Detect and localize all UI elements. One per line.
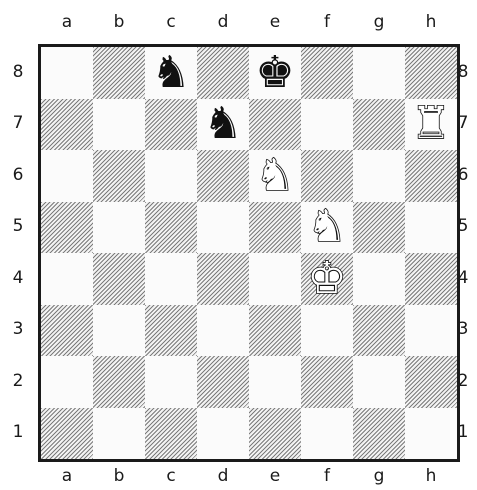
square-g3[interactable]	[353, 305, 405, 357]
square-e6[interactable]: ♞	[249, 150, 301, 202]
square-d5[interactable]	[197, 202, 249, 254]
square-f4[interactable]: ♚	[301, 253, 353, 305]
file-label-h: h	[405, 14, 457, 31]
square-h7[interactable]: ♜	[405, 99, 457, 151]
square-a4[interactable]	[41, 253, 93, 305]
file-label-c: c	[145, 14, 197, 31]
square-c4[interactable]	[145, 253, 197, 305]
square-h4[interactable]	[405, 253, 457, 305]
square-g5[interactable]	[353, 202, 405, 254]
square-a5[interactable]	[41, 202, 93, 254]
square-e5[interactable]	[249, 202, 301, 254]
square-e7[interactable]	[249, 99, 301, 151]
file-label-d: d	[197, 468, 249, 485]
file-label-d: d	[197, 14, 249, 31]
square-c5[interactable]	[145, 202, 197, 254]
square-b5[interactable]	[93, 202, 145, 254]
file-label-b: b	[93, 14, 145, 31]
square-h6[interactable]	[405, 150, 457, 202]
square-c3[interactable]	[145, 305, 197, 357]
square-d4[interactable]	[197, 253, 249, 305]
square-a3[interactable]	[41, 305, 93, 357]
file-label-g: g	[353, 14, 405, 31]
square-f3[interactable]	[301, 305, 353, 357]
square-f6[interactable]	[301, 150, 353, 202]
rank-label-4: 4	[6, 270, 30, 287]
square-d2[interactable]	[197, 356, 249, 408]
square-c7[interactable]	[145, 99, 197, 151]
file-label-g: g	[353, 468, 405, 485]
square-b3[interactable]	[93, 305, 145, 357]
square-b8[interactable]	[93, 47, 145, 99]
square-g7[interactable]	[353, 99, 405, 151]
white-king-f4-icon[interactable]: ♚	[301, 253, 353, 305]
file-label-h: h	[405, 468, 457, 485]
rank-label-6: 6	[6, 167, 30, 184]
square-b7[interactable]	[93, 99, 145, 151]
square-f8[interactable]	[301, 47, 353, 99]
square-a7[interactable]	[41, 99, 93, 151]
square-g1[interactable]	[353, 408, 405, 460]
rank-label-3: 3	[6, 321, 30, 338]
square-b2[interactable]	[93, 356, 145, 408]
file-label-e: e	[249, 14, 301, 31]
black-knight-d7-icon[interactable]: ♞	[197, 99, 249, 151]
black-knight-c8-icon[interactable]: ♞	[145, 47, 197, 99]
square-g6[interactable]	[353, 150, 405, 202]
rank-label-8: 8	[6, 64, 30, 81]
square-d3[interactable]	[197, 305, 249, 357]
file-label-f: f	[301, 14, 353, 31]
square-h5[interactable]	[405, 202, 457, 254]
square-c6[interactable]	[145, 150, 197, 202]
square-e1[interactable]	[249, 408, 301, 460]
file-label-a: a	[41, 14, 93, 31]
square-d6[interactable]	[197, 150, 249, 202]
rank-label-7: 7	[6, 115, 30, 132]
square-h8[interactable]	[405, 47, 457, 99]
square-e2[interactable]	[249, 356, 301, 408]
square-f1[interactable]	[301, 408, 353, 460]
square-b6[interactable]	[93, 150, 145, 202]
square-g8[interactable]	[353, 47, 405, 99]
square-e8[interactable]: ♚	[249, 47, 301, 99]
square-f5[interactable]: ♞	[301, 202, 353, 254]
square-b4[interactable]	[93, 253, 145, 305]
square-a1[interactable]	[41, 408, 93, 460]
rank-label-2: 2	[6, 373, 30, 390]
square-h1[interactable]	[405, 408, 457, 460]
file-label-c: c	[145, 468, 197, 485]
square-h2[interactable]	[405, 356, 457, 408]
chessboard: ♞♚♞♜♞♞♚	[38, 44, 460, 462]
square-a6[interactable]	[41, 150, 93, 202]
square-e4[interactable]	[249, 253, 301, 305]
file-label-f: f	[301, 468, 353, 485]
square-c8[interactable]: ♞	[145, 47, 197, 99]
square-f2[interactable]	[301, 356, 353, 408]
square-a8[interactable]	[41, 47, 93, 99]
square-c2[interactable]	[145, 356, 197, 408]
square-d8[interactable]	[197, 47, 249, 99]
square-d1[interactable]	[197, 408, 249, 460]
square-e3[interactable]	[249, 305, 301, 357]
square-c1[interactable]	[145, 408, 197, 460]
square-h3[interactable]	[405, 305, 457, 357]
file-label-e: e	[249, 468, 301, 485]
white-rook-h7-icon[interactable]: ♜	[405, 99, 457, 151]
square-a2[interactable]	[41, 356, 93, 408]
rank-label-1: 1	[6, 424, 30, 441]
square-g2[interactable]	[353, 356, 405, 408]
file-label-a: a	[41, 468, 93, 485]
square-d7[interactable]: ♞	[197, 99, 249, 151]
rank-label-5: 5	[6, 218, 30, 235]
white-knight-f5-icon[interactable]: ♞	[301, 202, 353, 254]
square-b1[interactable]	[93, 408, 145, 460]
square-f7[interactable]	[301, 99, 353, 151]
file-label-b: b	[93, 468, 145, 485]
white-knight-e6-icon[interactable]: ♞	[249, 150, 301, 202]
square-g4[interactable]	[353, 253, 405, 305]
black-king-e8-icon[interactable]: ♚	[249, 47, 301, 99]
